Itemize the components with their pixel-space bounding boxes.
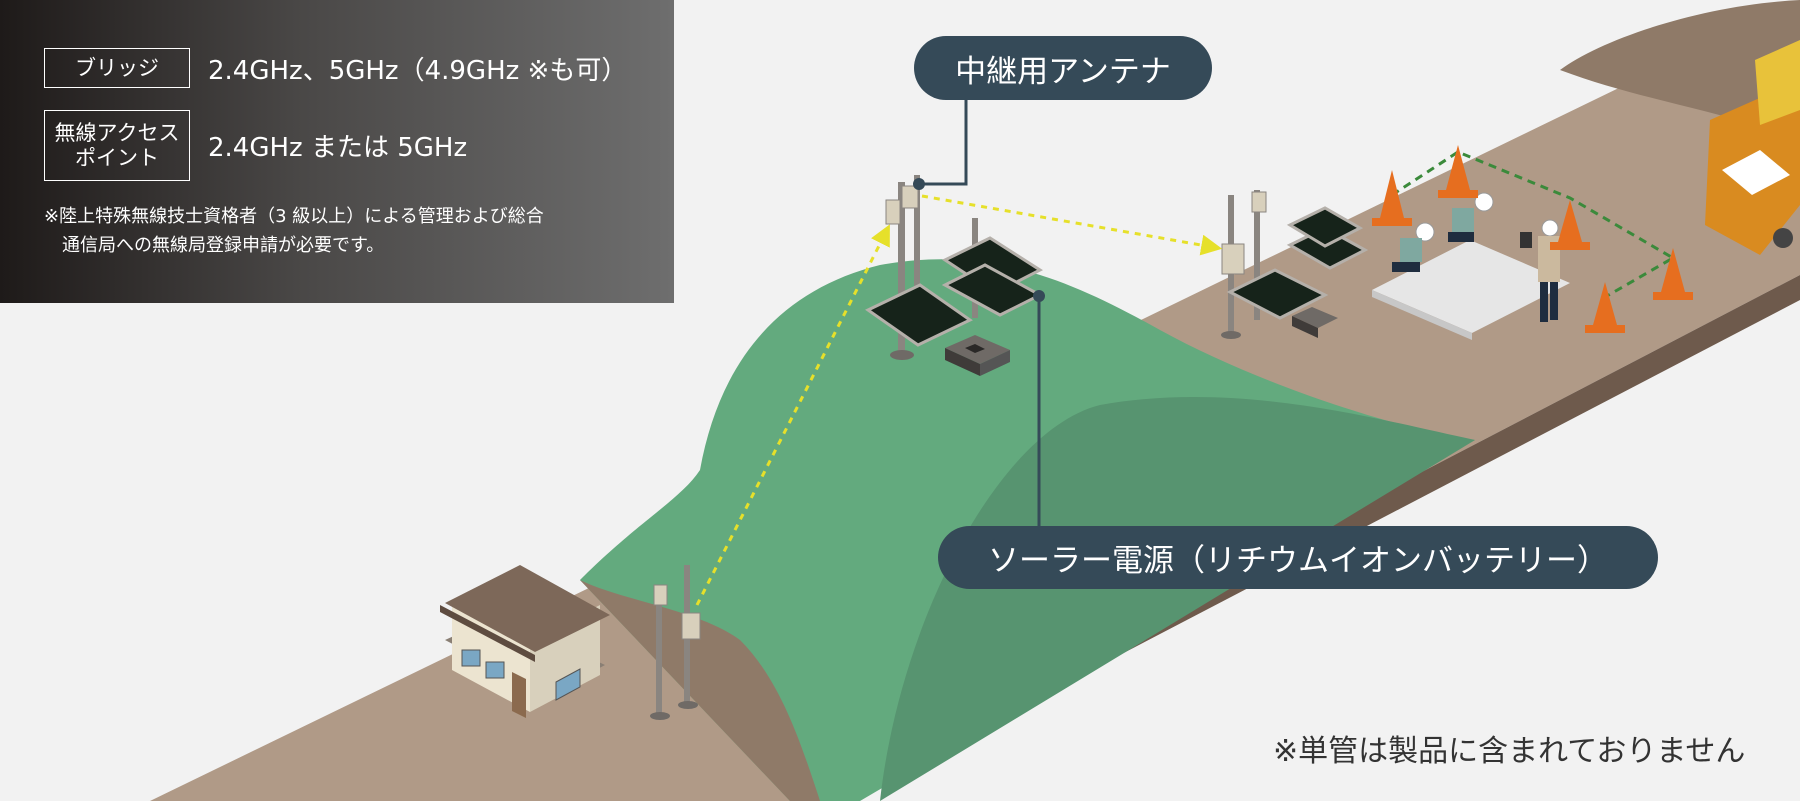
spec-row-access-point: 無線アクセス ポイント 2.4GHz または 5GHz [44,110,467,181]
site-office-icon [440,565,610,718]
antenna-pole-icon [1221,190,1267,339]
traffic-cone-icon [1372,145,1693,333]
relay-antenna-callout: 中継用アンテナ [914,36,1212,100]
spec-value-access-point: 2.4GHz または 5GHz [208,133,468,163]
concrete-slab [1372,240,1570,333]
spec-row-bridge: ブリッジ 2.4GHz、5GHz（4.9GHz ※も可） [44,48,627,88]
worker-icon [1448,192,1494,242]
antenna-pole-icon [650,565,701,720]
spec-label-bridge: ブリッジ [44,48,190,88]
relay-station [865,175,1044,376]
battery-box-icon [945,335,1010,376]
wireless-link-arrow-icon [695,194,1223,606]
solar-power-callout: ソーラー電源（リチウムイオンバッテリー） [938,526,1658,589]
spec-value-bridge: 2.4GHz、5GHz（4.9GHz ※も可） [208,55,628,86]
work-area [1221,145,1693,340]
tablet-icon [1520,232,1532,248]
license-note: ※陸上特殊無線技士資格者（3 級以上）による管理および総合 通信局への無線局登録… [44,206,544,256]
spec-label-access-point: 無線アクセス ポイント [44,110,190,181]
solar-panel-icon [1226,206,1369,320]
worker-icon [1392,222,1435,272]
barrier-rope [1391,150,1676,302]
pipe-not-included-note: ※単管は製品に含まれておりません [1273,734,1746,769]
spec-panel: ブリッジ 2.4GHz、5GHz（4.9GHz ※も可） 無線アクセス ポイント… [0,0,674,303]
battery-box-icon [1292,307,1338,338]
truck-icon [1705,40,1800,255]
callout-leader-lines [913,100,1045,526]
